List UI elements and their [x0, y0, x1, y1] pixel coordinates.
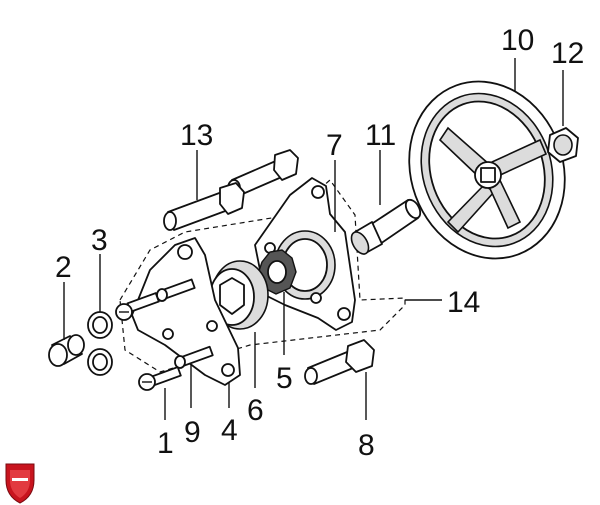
assembly-outline — [119, 179, 406, 373]
shield-logo-icon — [5, 463, 35, 504]
rotor-part — [209, 260, 269, 330]
callout-5: 5 — [276, 362, 293, 395]
callout-2: 2 — [55, 251, 72, 284]
callout-1: 1 — [157, 427, 174, 460]
shaft-part — [350, 198, 422, 255]
callout-10: 10 — [501, 24, 534, 57]
gear-part — [257, 249, 297, 295]
bushing-part — [48, 334, 85, 367]
callout-12: 12 — [551, 37, 584, 70]
callout-3: 3 — [91, 224, 108, 257]
pulley-wheel-part — [408, 80, 566, 260]
callout-11: 11 — [365, 119, 396, 152]
nut-part — [547, 127, 579, 163]
leader-lines — [63, 58, 564, 420]
seal-ring-part — [87, 311, 113, 376]
lower-bolt-part — [304, 339, 375, 385]
pin-part — [156, 278, 214, 369]
callout-9: 9 — [184, 416, 201, 449]
upper-bolt-part — [163, 149, 299, 231]
front-housing-plate-part — [131, 237, 241, 386]
callout-4: 4 — [221, 414, 238, 447]
callout-6: 6 — [247, 394, 264, 427]
callout-8: 8 — [358, 429, 375, 462]
callout-7: 7 — [326, 129, 343, 162]
callout-13: 13 — [180, 119, 213, 152]
callout-14: 14 — [447, 286, 480, 319]
screw-part — [115, 292, 182, 391]
